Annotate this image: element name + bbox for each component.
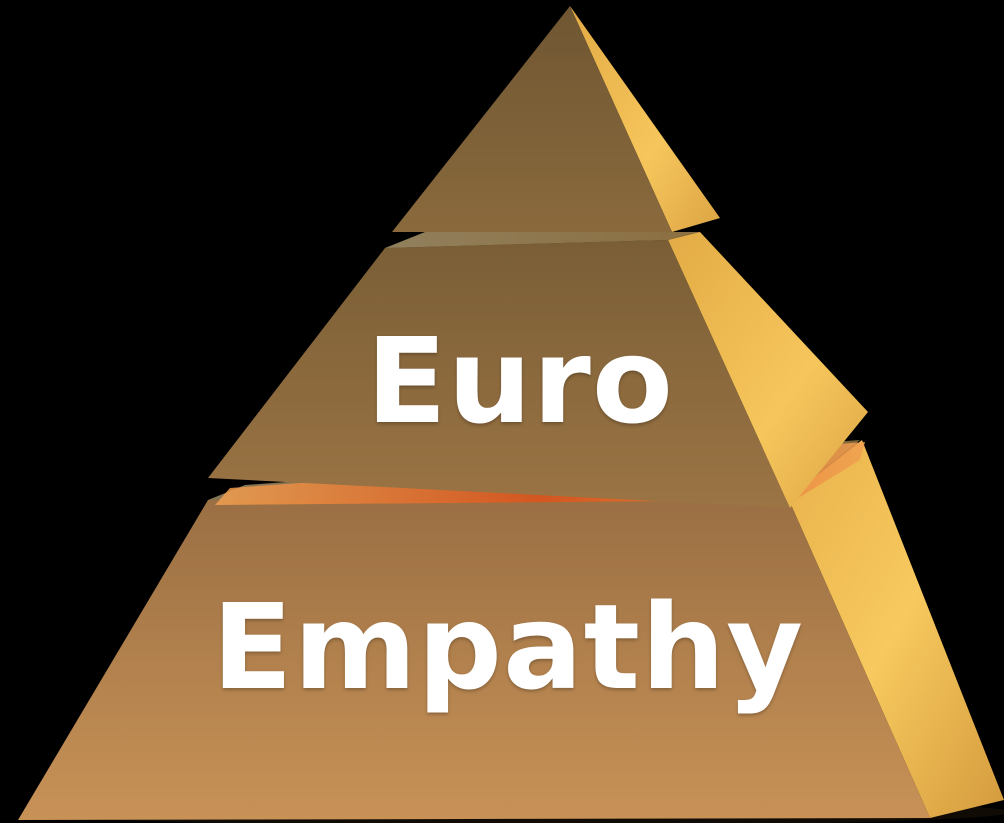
- bottom-tier-front: [18, 498, 930, 820]
- top-tier-side: [570, 6, 720, 232]
- middle-tier-front: [208, 240, 790, 508]
- bottom-tier-side: [788, 440, 1004, 818]
- middle-tier-side: [668, 232, 868, 508]
- middle-tier-top-edge: [385, 232, 700, 248]
- top-tier-front: [392, 6, 672, 232]
- bottom-tier-label: Empathy: [212, 578, 804, 716]
- middle-tier-label: Euro: [366, 312, 674, 450]
